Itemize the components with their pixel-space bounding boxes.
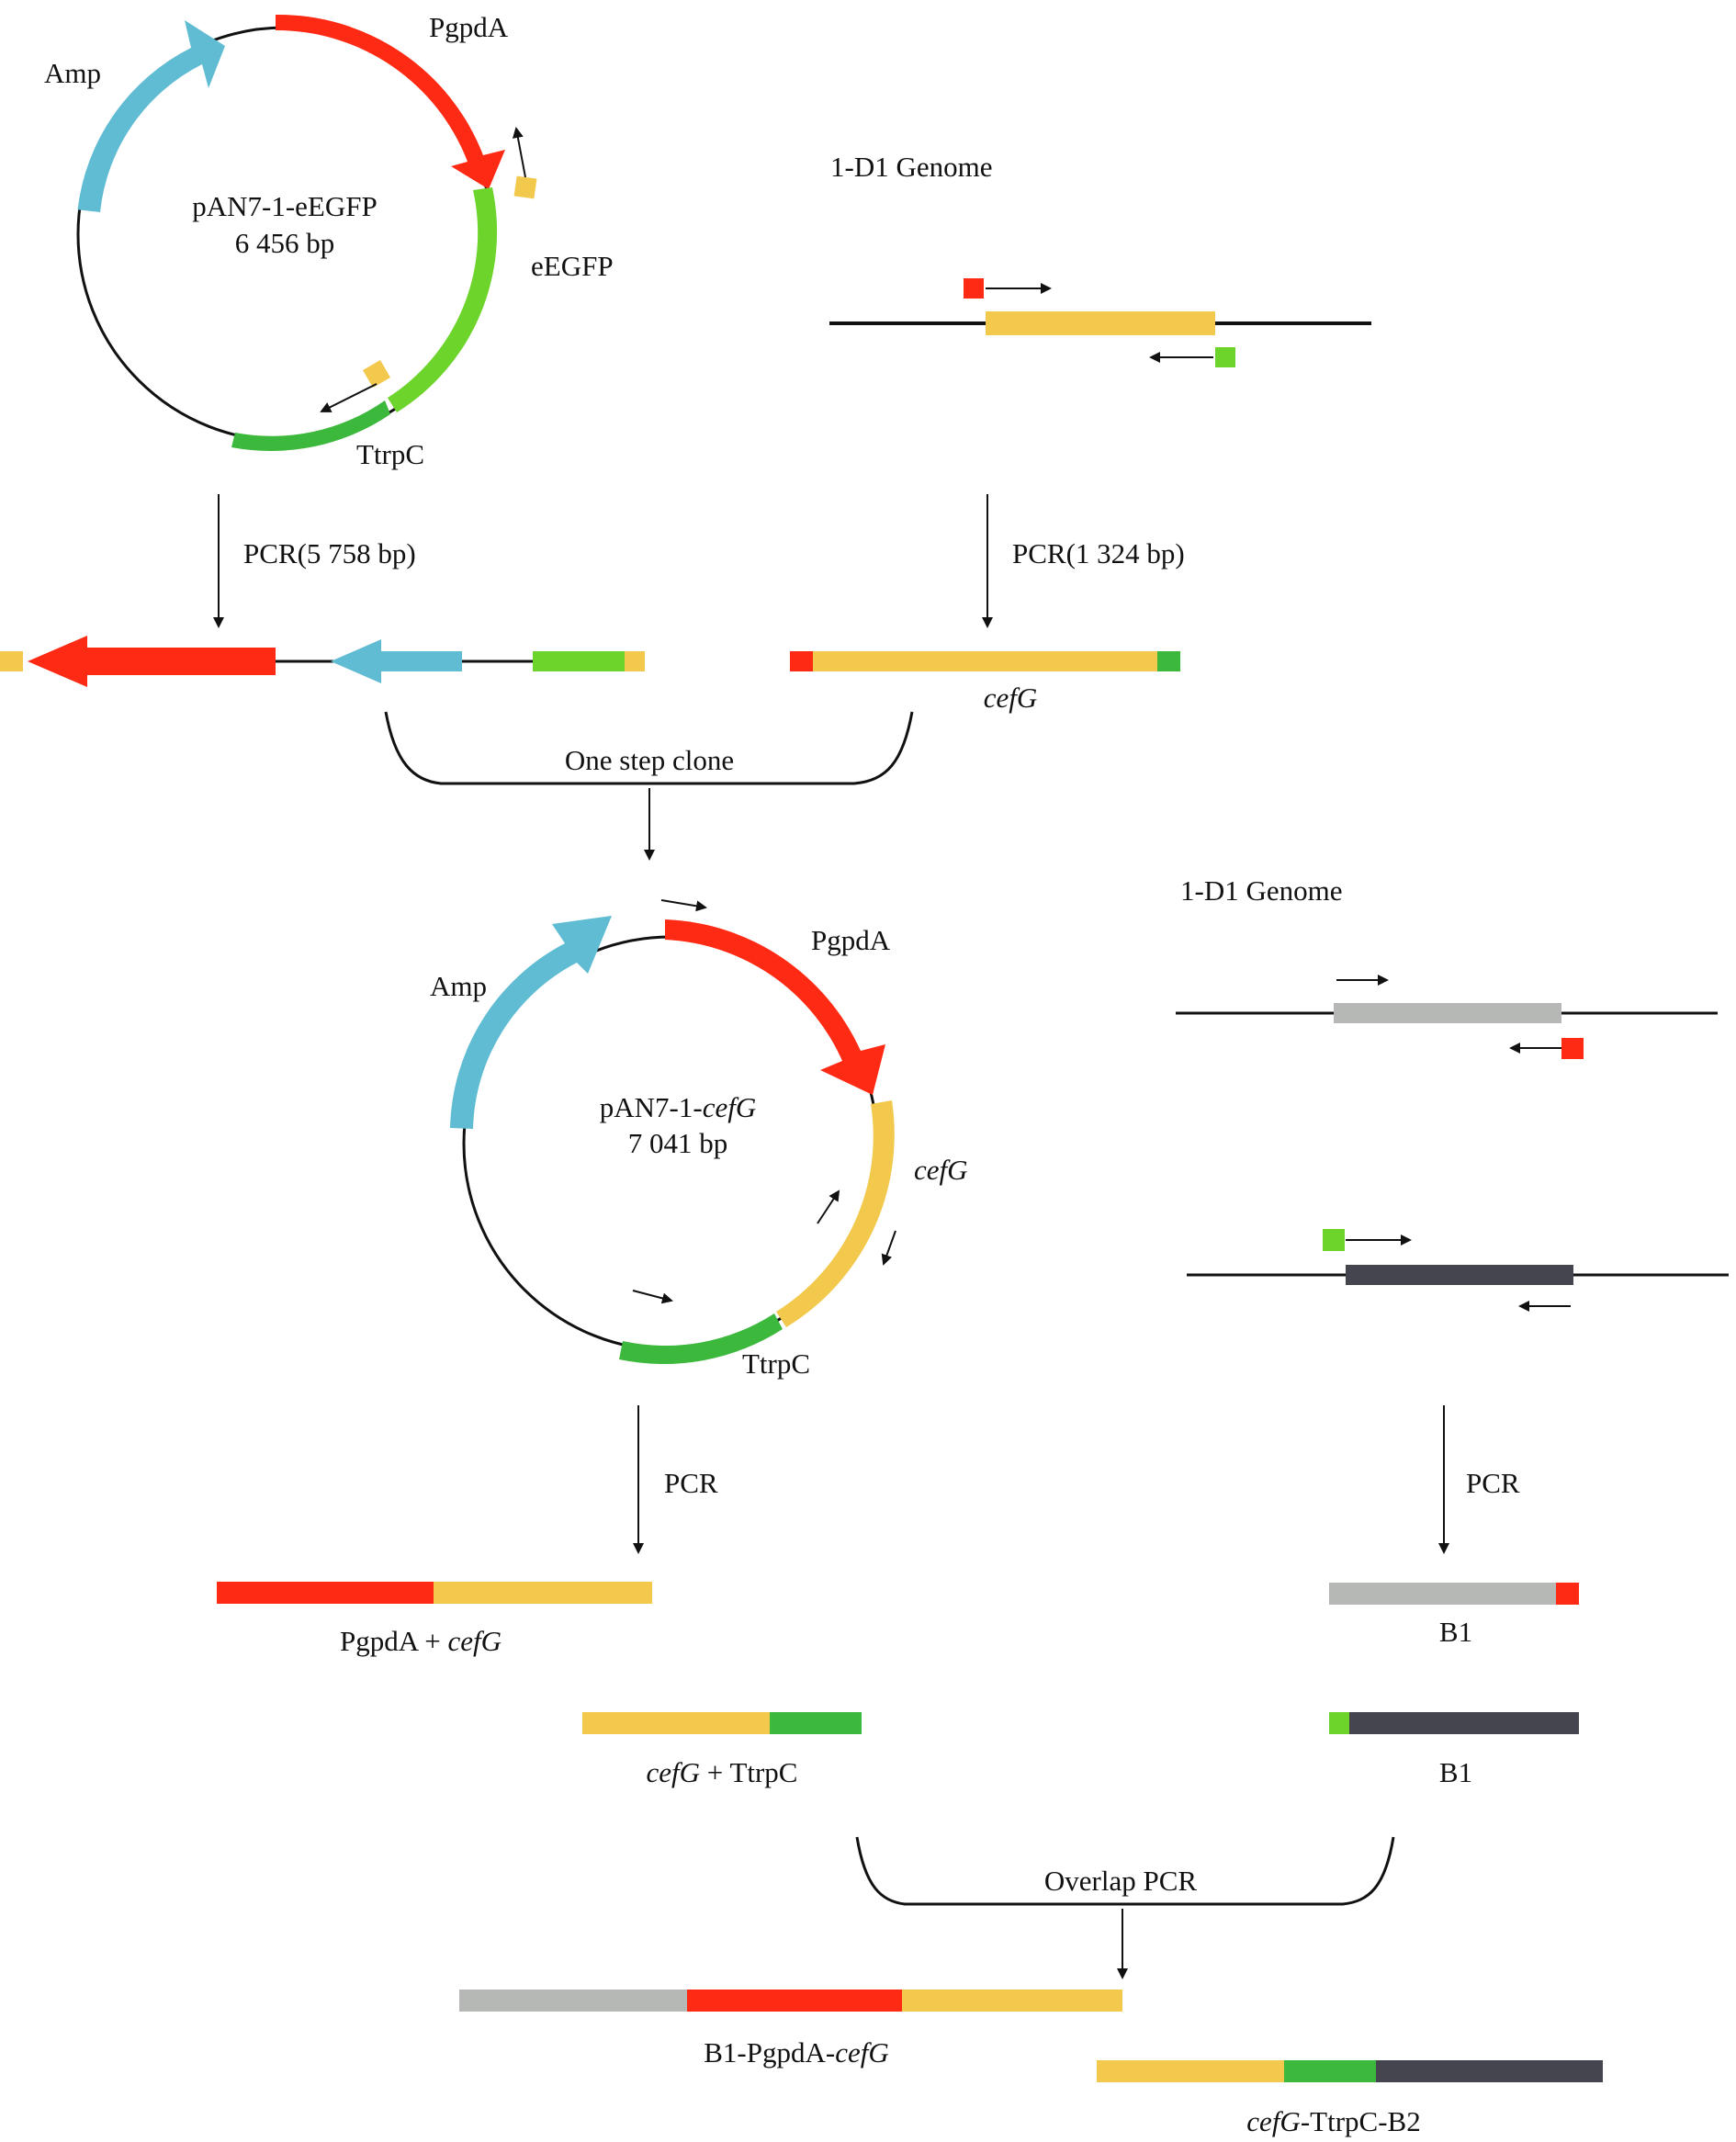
- plasmid2-primer-arrow-inner: [817, 1189, 840, 1224]
- final1-b1: [459, 1990, 687, 2012]
- overlap-label: Overlap PCR: [1044, 1865, 1198, 1897]
- one-step-bracket: [384, 711, 914, 785]
- frag4-green-overhang: [1329, 1712, 1349, 1734]
- plasmid2-label-ttrpc: TtrpC: [742, 1347, 810, 1380]
- plasmid2-amp-segment: [450, 916, 612, 1129]
- plasmid1-ttrpc-segment: [231, 400, 390, 451]
- overlap-bracket: [855, 1836, 1395, 1906]
- plasmid1-primer-arrow-top: [512, 127, 526, 178]
- frag4-label: B1: [1439, 1756, 1472, 1788]
- plasmid2-label-pgpda: PgpdA: [811, 924, 891, 956]
- plasmid1-label-eegfp: eEGFP: [531, 250, 614, 282]
- plasmid2-primer-arrow-outer: [881, 1230, 896, 1266]
- plasmid1-pgpda-segment: [276, 14, 505, 189]
- plasmid2-name: pAN7-1-cefG: [600, 1091, 756, 1123]
- plasmid2-label-cefg: cefG: [914, 1154, 968, 1186]
- fragment-b1-top: B1: [1329, 1583, 1579, 1648]
- frag3-label: B1: [1439, 1616, 1472, 1648]
- plasmid1-label-pgpda: PgpdA: [429, 11, 509, 43]
- frag1-cefg: [434, 1582, 652, 1604]
- frag1-label: PgpdA + cefG: [340, 1625, 502, 1657]
- plasmid1-primer-box-bottom: [362, 359, 391, 389]
- linear-vector-end-left: [0, 651, 23, 671]
- final2-label: cefG-TtrpC-B2: [1246, 2105, 1420, 2137]
- plasmid2-ttrpc-segment: [619, 1313, 783, 1365]
- insert-label: cefG: [984, 682, 1038, 714]
- frag2-label: cefG + TtrpC: [646, 1756, 797, 1788]
- fragment-cefg-ttrpc: cefG + TtrpC: [582, 1712, 862, 1788]
- cefg-insert-product: cefG: [790, 651, 1180, 714]
- genome2-panel: 1-D1 Genome: [1176, 874, 1729, 1312]
- insert-red-overhang: [790, 651, 813, 671]
- final2-cefg: [1097, 2060, 1284, 2082]
- final-fragment-2: cefG-TtrpC-B2: [1097, 2060, 1603, 2137]
- genome2-b2-primer-box-fwd: [1323, 1229, 1345, 1251]
- linear-vector-product: [0, 636, 645, 687]
- linear-vector-pgpda-arrow: [28, 636, 276, 687]
- overlap-pcr-step: Overlap PCR: [855, 1836, 1395, 1979]
- genome1-panel: 1-D1 Genome: [829, 151, 1371, 367]
- fragment-b1-bottom: B1: [1329, 1712, 1579, 1788]
- frag1-pgpda: [217, 1582, 434, 1604]
- plasmid1-primer-box-top: [513, 175, 537, 199]
- pcr-right-step: PCR: [1438, 1405, 1520, 1554]
- genome2-b2-gene: [1346, 1265, 1573, 1285]
- linear-vector-ttrpc: [533, 651, 625, 671]
- frag4-dark: [1349, 1712, 1579, 1734]
- pcr-vector-label: PCR(5 758 bp): [243, 537, 416, 569]
- plasmid2-primer-arrow-top: [660, 899, 707, 912]
- genome1-cefg-gene: [986, 311, 1215, 335]
- linear-vector-amp-arrow: [331, 639, 462, 683]
- genome1-primer-box-rev: [1215, 347, 1235, 367]
- genome1-primer-box-fwd: [964, 278, 984, 299]
- pcr-insert-step: PCR(1 324 bp): [982, 494, 1185, 628]
- final1-pgpda: [687, 1990, 902, 2012]
- plasmid2-primer-arrow-bottom: [632, 1290, 673, 1304]
- plasmid2-size: 7 041 bp: [628, 1127, 728, 1159]
- plasmid1-primer-arrow-bottom: [320, 383, 378, 412]
- plasmid1-name: pAN7-1-eEGFP: [192, 190, 378, 222]
- final2-ttrpc: [1284, 2060, 1376, 2082]
- frag3-gray: [1329, 1583, 1556, 1605]
- pcr-left-label: PCR: [664, 1467, 718, 1499]
- frag2-ttrpc: [770, 1712, 862, 1734]
- plasmid2-pgpda-segment: [665, 919, 885, 1095]
- pcr-vector-step: PCR(5 758 bp): [213, 494, 416, 628]
- final1-label: B1-PgpdA-cefG: [704, 2036, 888, 2069]
- one-step-label: One step clone: [565, 744, 734, 776]
- genome2-b1-primer-box-rev: [1561, 1038, 1584, 1059]
- insert-green-overhang: [1157, 651, 1180, 671]
- final1-cefg: [902, 1990, 1122, 2012]
- pcr-insert-label: PCR(1 324 bp): [1012, 537, 1185, 569]
- linear-vector-end-right: [625, 651, 645, 671]
- insert-cefg-body: [813, 651, 1157, 671]
- plasmid2-cefg-segment: [776, 1100, 895, 1327]
- pcr-left-step: PCR: [633, 1405, 718, 1554]
- plasmid1-label-amp: Amp: [44, 57, 101, 89]
- one-step-clone-step: One step clone: [384, 711, 914, 861]
- final-fragment-1: B1-PgpdA-cefG: [459, 1990, 1122, 2069]
- genome2-b1-gene: [1334, 1003, 1561, 1023]
- plasmid-pAN7-1-cefG: Amp PgpdA cefG TtrpC pAN7-1-cefG 7 041 b…: [430, 899, 968, 1380]
- plasmid-pAN7-1-eEGFP: Amp PgpdA eEGFP TtrpC pAN7-1-eEGFP 6 456…: [44, 11, 614, 470]
- plasmid1-amp-segment: [77, 20, 225, 212]
- plasmid2-label-amp: Amp: [430, 970, 487, 1002]
- fragment-pgpda-cefg: PgpdA + cefG: [217, 1582, 652, 1657]
- plasmid1-size: 6 456 bp: [235, 227, 335, 259]
- pcr-right-label: PCR: [1466, 1467, 1520, 1499]
- plasmid1-label-ttrpc: TtrpC: [356, 438, 424, 470]
- final2-b2: [1376, 2060, 1603, 2082]
- genome2-title: 1-D1 Genome: [1180, 874, 1342, 907]
- genome1-title: 1-D1 Genome: [830, 151, 992, 183]
- frag2-cefg: [582, 1712, 770, 1734]
- plasmid1-eegfp-segment: [388, 187, 498, 412]
- frag3-red-overhang: [1556, 1583, 1579, 1605]
